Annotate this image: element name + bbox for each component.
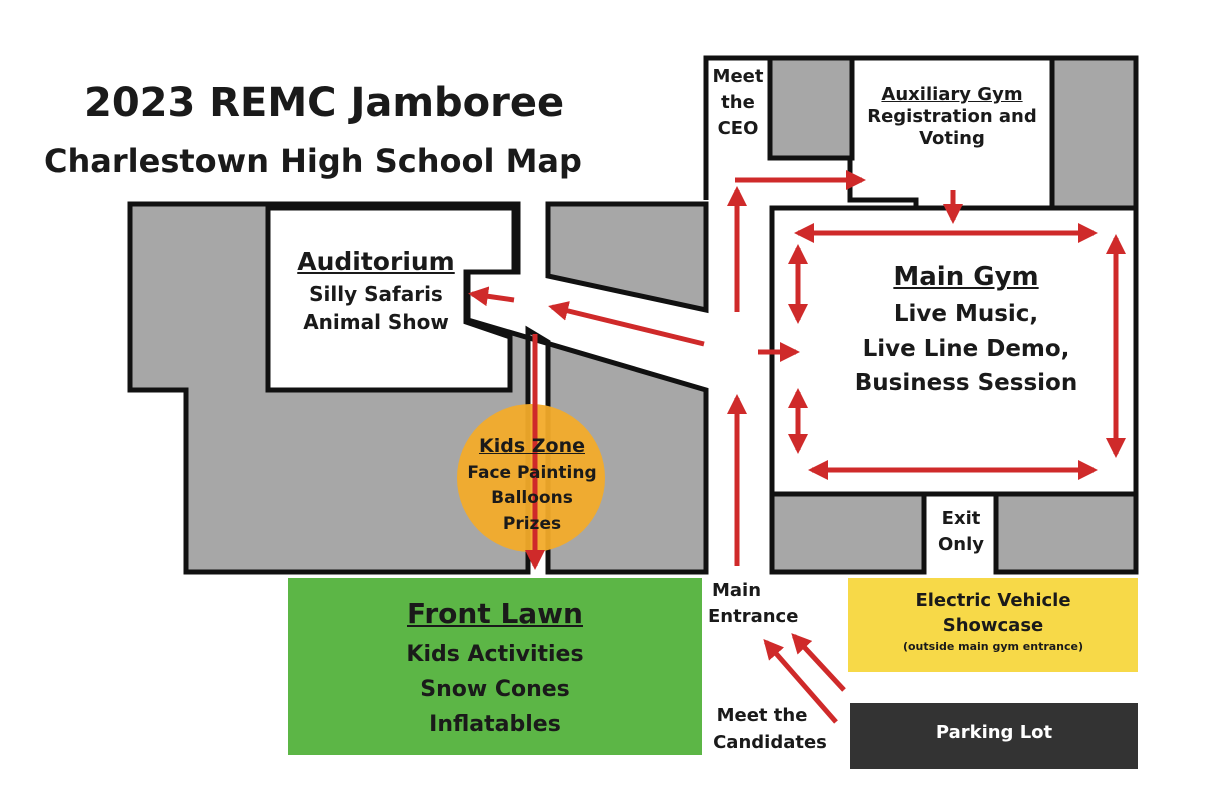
kids-zone-label: Kids Zone Face Painting Balloons Prizes	[467, 435, 597, 534]
parking-lot-zone	[850, 703, 1138, 769]
ev-showcase-zone	[848, 578, 1138, 672]
parking-lot-label: Parking Lot	[935, 722, 1053, 743]
front-lawn-label: Front Lawn Kids Activities Snow Cones In…	[406, 597, 584, 738]
south-block-left	[769, 491, 927, 575]
ceo-side-block	[767, 55, 855, 161]
arrow-from-parking-2	[791, 633, 846, 692]
auditorium-label: Auditorium Silly Safaris Animal Show	[297, 247, 455, 334]
aux-gym-label: Auxiliary Gym Registration and Voting	[867, 84, 1037, 149]
south-block-right	[993, 491, 1139, 575]
aux-gym-side-block	[1049, 55, 1139, 211]
main-entrance-label: Main Entrance	[708, 580, 799, 628]
map-subtitle: Charlestown High School Map	[44, 142, 582, 180]
arrow-from-parking-1	[763, 638, 838, 724]
arrow-hallway-west	[548, 301, 705, 347]
gym-loop-arrows	[788, 223, 1126, 480]
auditorium-room	[265, 205, 517, 393]
route-arrows	[468, 170, 963, 724]
meet-ceo-label: Meet the CEO	[712, 66, 764, 140]
map-title: 2023 REMC Jamboree	[84, 80, 565, 126]
front-lawn-zone	[288, 578, 702, 755]
meet-candidates-label: Meet the Candidates	[713, 705, 827, 753]
center-north-building	[545, 201, 709, 314]
kids-zone-circle	[457, 404, 605, 552]
exit-only-label: Exit Only	[937, 508, 985, 556]
main-gym-label: Main Gym Live Music, Live Line Demo, Bus…	[854, 262, 1078, 396]
arrow-to-auditorium	[468, 286, 515, 307]
ev-showcase-label: Electric Vehicle Showcase (outside main …	[902, 590, 1084, 654]
